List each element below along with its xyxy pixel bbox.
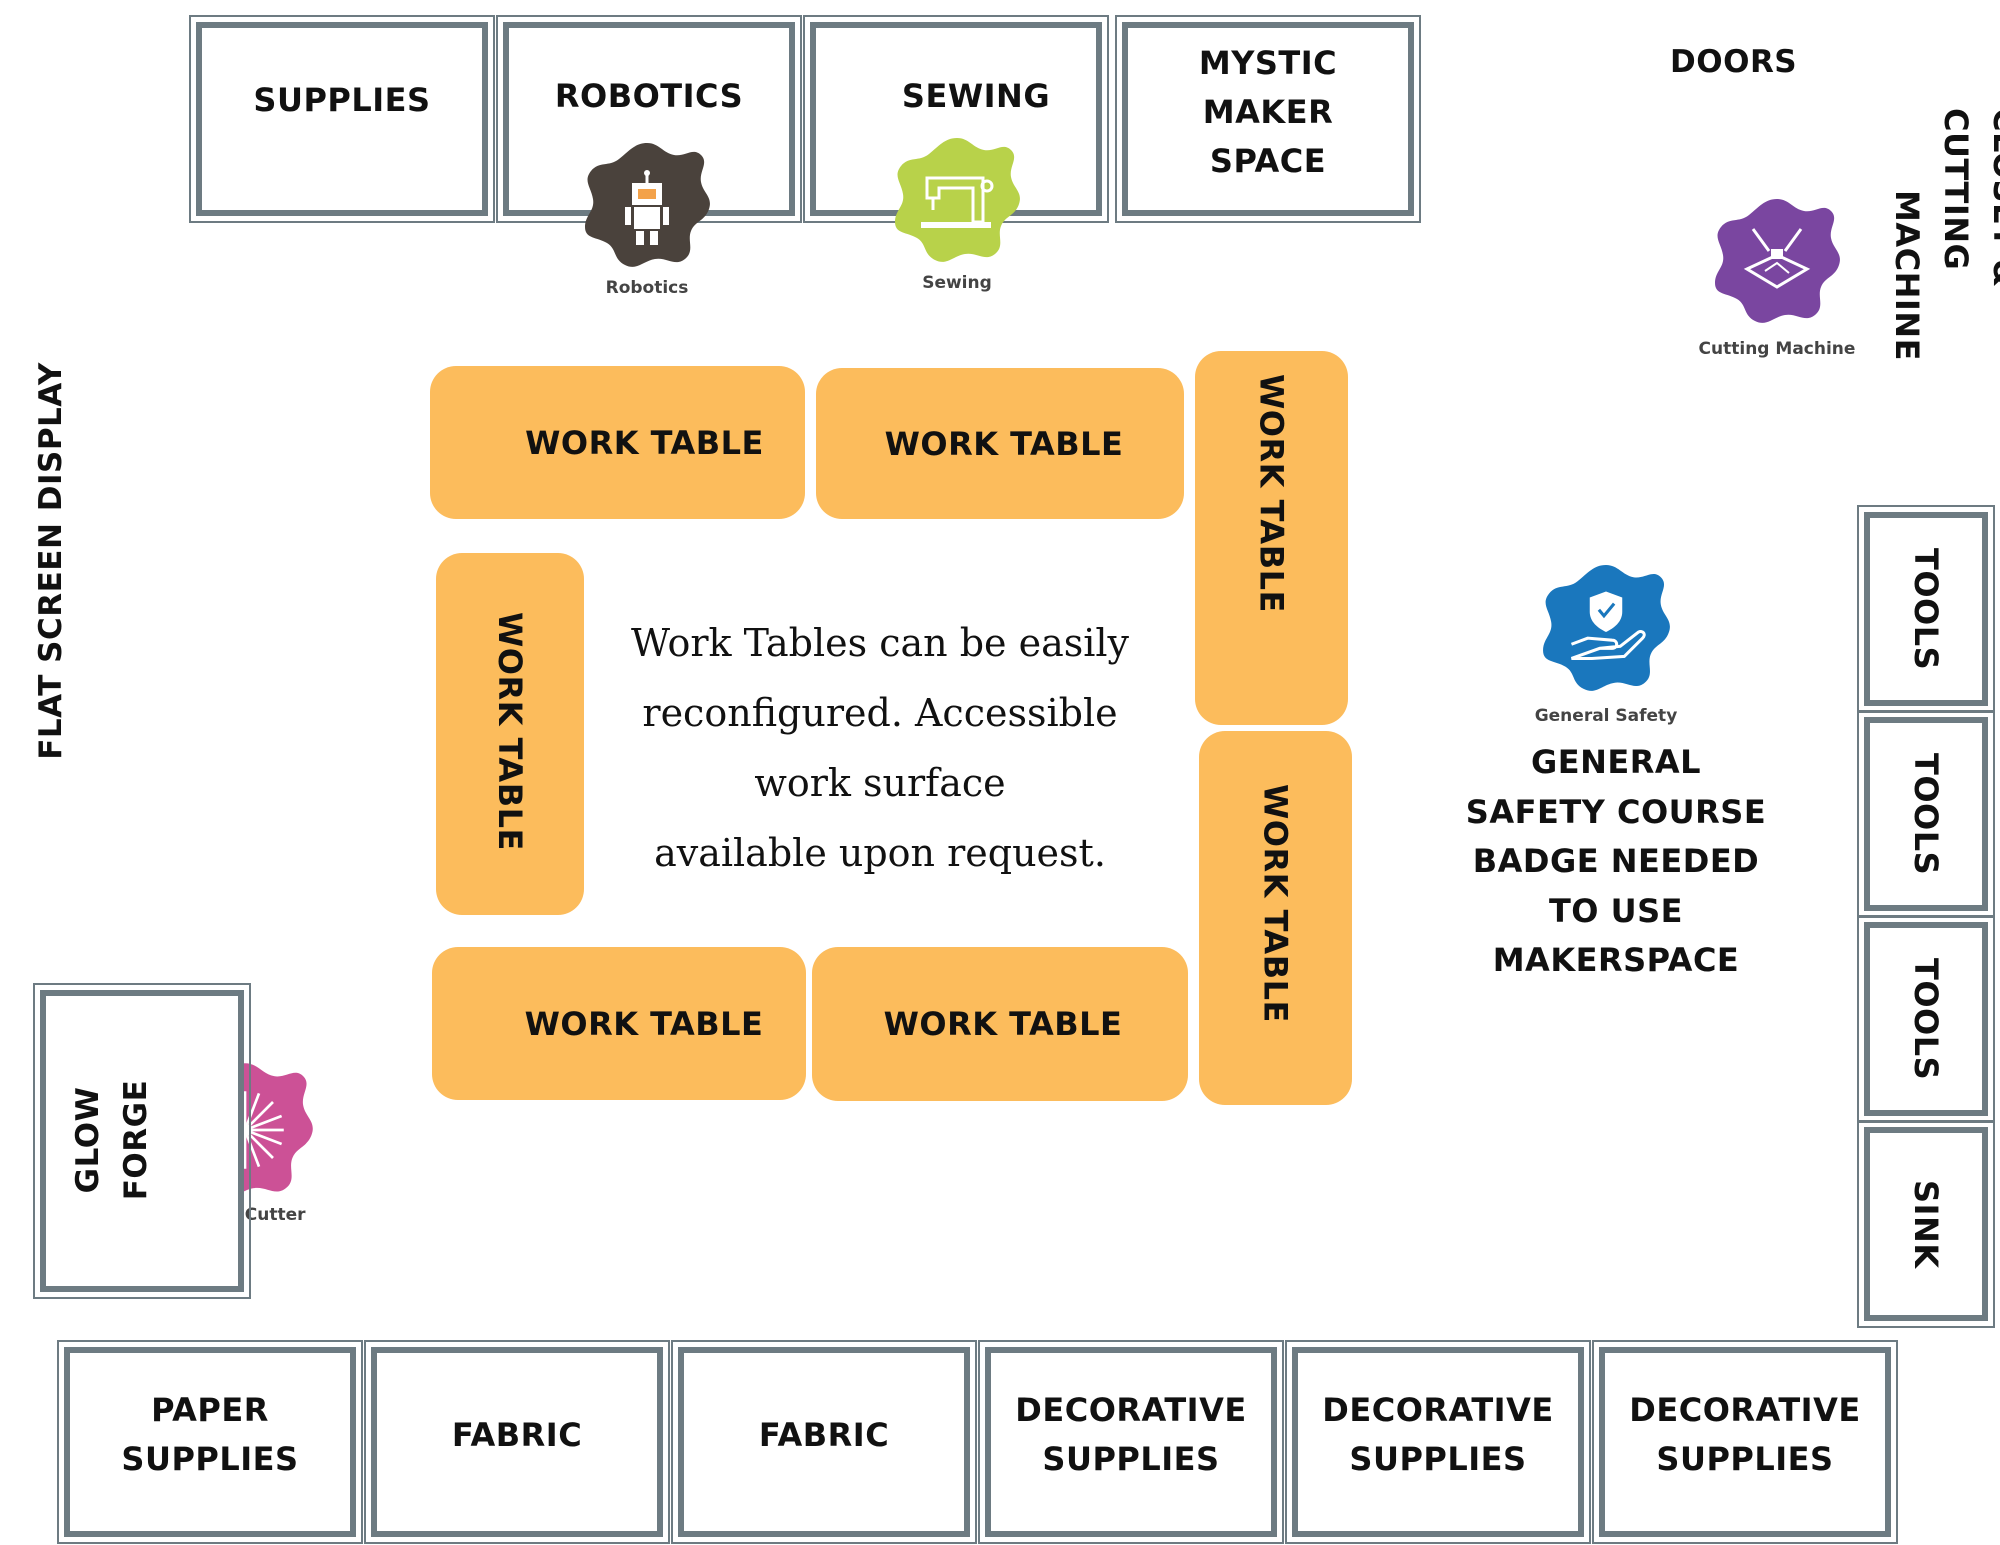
doors-label: DOORS — [1670, 44, 1798, 80]
deco1-line2: SUPPLIES — [1042, 1440, 1220, 1478]
cutting-machine-icon — [1715, 199, 1840, 323]
supplies-label: SUPPLIES — [253, 81, 431, 119]
deco2-line1: DECORATIVE — [1322, 1391, 1554, 1429]
deco3-line2: SUPPLIES — [1656, 1440, 1834, 1478]
robot-icon — [585, 143, 710, 267]
sewing-label: SEWING — [901, 77, 1051, 115]
deco3-line1: DECORATIVE — [1629, 1391, 1861, 1429]
tools-label: TOOLS — [1907, 752, 1945, 876]
tools-station-1: TOOLS — [1857, 505, 1995, 713]
robotics-badge-caption: Robotics — [605, 278, 689, 298]
sink-label: SINK — [1907, 1179, 1945, 1269]
work-table-label: WORK TABLE — [1256, 783, 1295, 1023]
general-safety-badge-caption: General Safety — [1534, 706, 1678, 726]
sewing-machine-icon — [895, 138, 1020, 262]
work-table-right-lower: WORK TABLE — [1199, 731, 1352, 1105]
work-table-label: WORK TABLE — [491, 611, 529, 851]
work-table-bottom-left: WORK TABLE — [432, 947, 806, 1100]
work-table-label: WORK TABLE — [524, 1004, 764, 1043]
note-line1: Work Tables can be easily — [630, 621, 1130, 665]
work-table-label: WORK TABLE — [1252, 373, 1291, 613]
tools-station-3: TOOLS — [1857, 915, 1995, 1123]
mystic-label-line2: SPACE — [1209, 141, 1327, 180]
fabric-station-2: FABRIC — [671, 1340, 977, 1544]
work-table-top-left: WORK TABLE — [430, 366, 805, 519]
work-table-label: WORK TABLE — [884, 424, 1124, 463]
cutting-machine-badge-caption: Cutting Machine — [1698, 339, 1856, 359]
work-table-label: WORK TABLE — [525, 423, 764, 462]
note-line3: work surface — [754, 761, 1006, 805]
deco2-line2: SUPPLIES — [1349, 1440, 1527, 1478]
glowforge-label: GLOW FORGE — [64, 1070, 160, 1210]
sewing-badge — [892, 135, 1022, 265]
closet-cutting-label: CLOSET & CUTTING MACHINE — [1882, 108, 2000, 453]
sink-station: SINK — [1857, 1120, 1995, 1328]
safety-line4: TO USE — [1548, 891, 1684, 930]
fabric-label: FABRIC — [451, 1416, 583, 1454]
sewing-badge-caption: Sewing — [922, 273, 992, 293]
robotics-badge — [582, 140, 712, 270]
work-table-right-upper: WORK TABLE — [1195, 351, 1348, 725]
safety-line1: GENERAL — [1530, 743, 1702, 781]
cutting-machine-badge — [1712, 196, 1842, 326]
safety-hand-icon — [1543, 565, 1670, 691]
mystic-label-line1: MYSTIC MAKER — [1198, 43, 1338, 131]
work-table-bottom-middle: WORK TABLE — [812, 947, 1188, 1101]
glowforge-station-frame — [33, 983, 251, 1299]
paper-supplies-station: PAPER SUPPLIES — [57, 1340, 363, 1544]
fabric-label: FABRIC — [758, 1416, 890, 1454]
safety-line5: MAKERSPACE — [1492, 941, 1740, 979]
safety-course-notice: GENERAL SAFETY COURSE BADGE NEEDED TO US… — [1436, 738, 1796, 986]
robotics-label: ROBOTICS — [554, 77, 744, 115]
glowforge-line1: GLOW — [70, 1086, 106, 1194]
decorative-supplies-station-2: DECORATIVE SUPPLIES — [1285, 1340, 1591, 1544]
paper-line2: SUPPLIES — [121, 1440, 299, 1478]
tools-label: TOOLS — [1907, 547, 1945, 671]
tools-label: TOOLS — [1907, 957, 1945, 1081]
deco1-line1: DECORATIVE — [1015, 1391, 1247, 1429]
fabric-station-1: FABRIC — [364, 1340, 670, 1544]
paper-line1: PAPER — [151, 1391, 269, 1429]
flat-screen-display-label: FLAT SCREEN DISPLAY — [33, 362, 69, 760]
supplies-station: SUPPLIES — [189, 15, 495, 223]
closet-label-line2: MACHINE — [1888, 190, 1926, 361]
decorative-supplies-station-3: DECORATIVE SUPPLIES — [1592, 1340, 1898, 1544]
reconfigure-note: Work Tables can be easily reconfigured. … — [620, 608, 1140, 888]
note-line4: available upon request. — [654, 831, 1106, 875]
note-line2: reconfigured. Accessible — [642, 691, 1118, 735]
mystic-maker-space-station: MYSTIC MAKER SPACE — [1115, 15, 1421, 223]
glowforge-line2: FORGE — [118, 1079, 154, 1201]
work-table-top-middle: WORK TABLE — [816, 368, 1184, 519]
tools-station-2: TOOLS — [1857, 710, 1995, 918]
work-table-label: WORK TABLE — [883, 1005, 1123, 1043]
general-safety-badge — [1540, 562, 1672, 694]
work-table-left: WORK TABLE — [436, 553, 584, 915]
safety-line2: SAFETY COURSE — [1465, 792, 1767, 831]
safety-line3: BADGE NEEDED — [1472, 842, 1760, 880]
closet-label-line1: CLOSET & CUTTING — [1937, 108, 2000, 288]
decorative-supplies-station-1: DECORATIVE SUPPLIES — [978, 1340, 1284, 1544]
